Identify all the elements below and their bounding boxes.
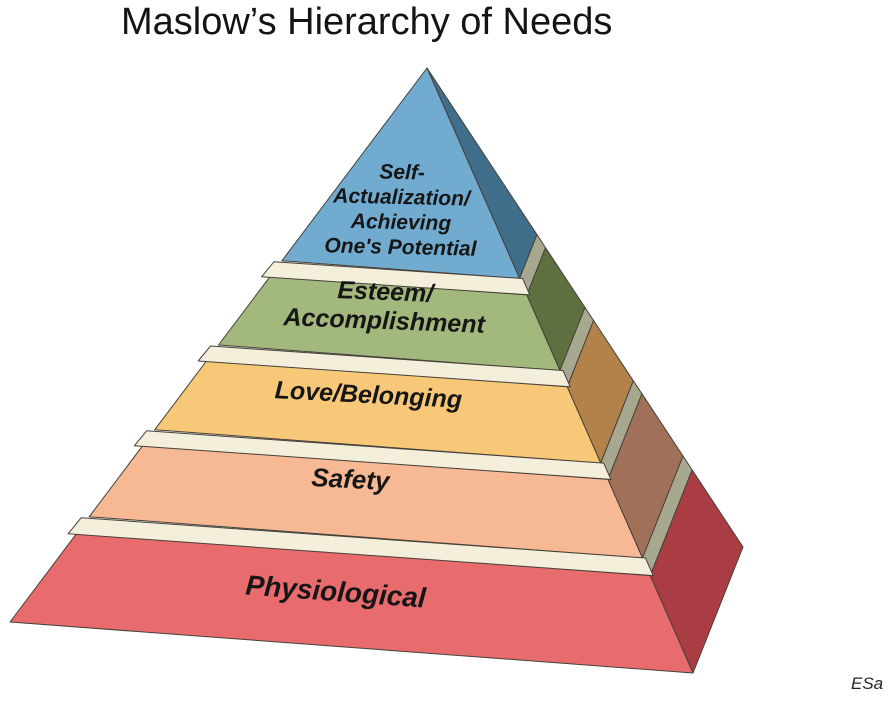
pyramid-separator-2-front (197, 345, 571, 388)
pyramid-separator-4-front (67, 517, 654, 577)
pyramid-separator-3-front (133, 430, 612, 480)
pyramid-level-safety-label: Safety (311, 462, 392, 496)
pyramid-level-self-actualization-label: Self-Actualization/AchievingOne's Potent… (324, 159, 479, 260)
pyramid-level-self-actualization-front-face (281, 67, 521, 279)
diagram-title: Maslow’s Hierarchy of Needs (121, 1, 613, 43)
artist-signature: ESa (851, 674, 884, 693)
pyramid-separator-1-front (261, 261, 531, 296)
